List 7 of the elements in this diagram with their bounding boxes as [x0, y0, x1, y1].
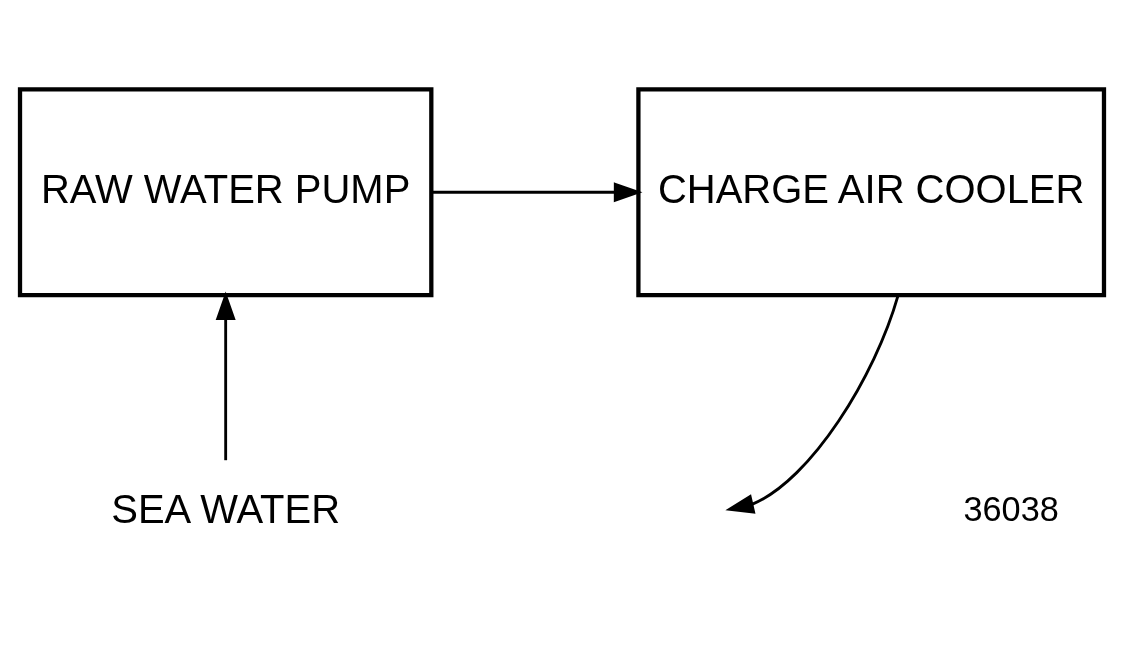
node-box: CHARGE AIR COOLER	[636, 86, 1107, 297]
node-text: SEA WATER	[111, 486, 341, 531]
arrow	[215, 291, 236, 460]
arrow	[725, 294, 900, 514]
arrow	[432, 181, 643, 202]
node-box: RAW WATER PUMP	[17, 86, 434, 297]
label: 36038	[963, 489, 1059, 528]
